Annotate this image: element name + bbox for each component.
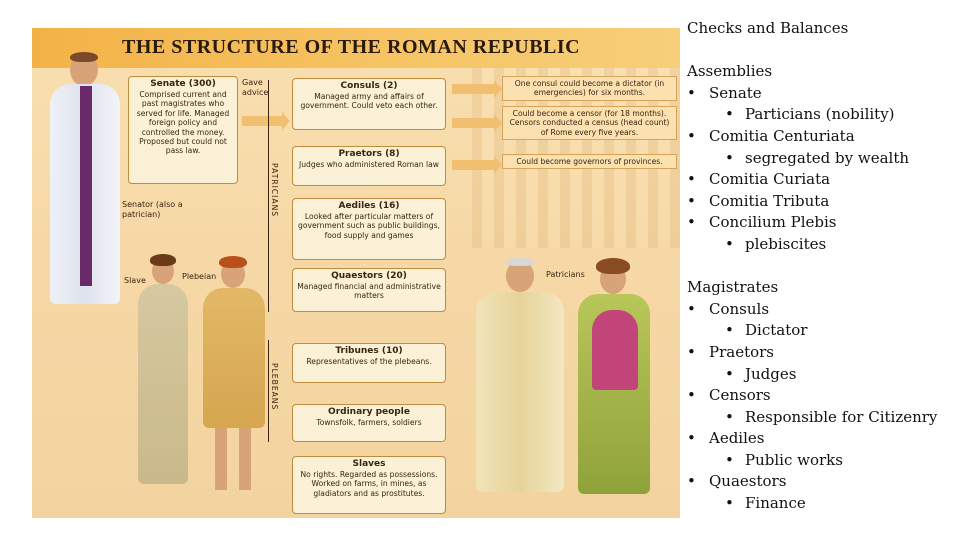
- notes-heading: Checks and Balances: [687, 19, 849, 37]
- senate-box: Senate (300) Comprised current and past …: [128, 76, 238, 184]
- praetors-title: Praetors (8): [338, 149, 400, 159]
- patricians-bracket: [268, 80, 274, 312]
- advice-arrow: [242, 112, 290, 130]
- list-subitem: segregated by wealth: [687, 148, 957, 170]
- tribunes-title: Tribunes (10): [335, 346, 403, 356]
- consuls-box: Consuls (2) Managed army and affairs of …: [292, 78, 446, 130]
- patricians-side-label: PATRICIANS: [270, 163, 279, 218]
- list-subitem: Particians (nobility): [687, 104, 957, 126]
- list-item: Comitia Tributa: [687, 191, 957, 213]
- list-item: Censors: [687, 385, 957, 407]
- senate-title: Senate (300): [150, 79, 216, 89]
- roman-republic-poster: THE STRUCTURE OF THE ROMAN REPUBLIC Sena…: [32, 28, 680, 518]
- list-item: Aediles: [687, 428, 957, 450]
- dictator-note: One consul could become a dictator (in e…: [502, 76, 677, 101]
- senate-desc: Comprised current and past magistrates w…: [136, 90, 230, 156]
- quaestors-box: Quaestors (20) Managed financial and adm…: [292, 268, 446, 312]
- list-subitem: Dictator: [687, 320, 957, 342]
- quaestors-desc: Managed financial and administrative mat…: [297, 282, 441, 301]
- censor-note: Could become a censor (for 18 months). C…: [502, 106, 677, 141]
- governors-note: Could become governors of provinces.: [502, 154, 677, 170]
- list-subitem: Responsible for Citizenry: [687, 407, 957, 429]
- tribunes-box: Tribunes (10) Representatives of the ple…: [292, 343, 446, 383]
- list-item: Comitia Centuriata: [687, 126, 957, 148]
- plebeans-side-label: PLEBEANS: [270, 363, 279, 411]
- list-item: Quaestors: [687, 471, 957, 493]
- consuls-title: Consuls (2): [340, 81, 398, 91]
- magistrates-heading: Magistrates: [687, 278, 779, 297]
- governors-arrow: [452, 156, 502, 174]
- consuls-desc: Managed army and affairs of government. …: [300, 92, 438, 111]
- list-item: Praetors: [687, 342, 957, 364]
- ordinary-desc: Townsfolk, farmers, soldiers: [316, 418, 422, 427]
- list-subitem: Public works: [687, 450, 957, 472]
- list-item: Senate: [687, 83, 957, 105]
- poster-title: THE STRUCTURE OF THE ROMAN REPUBLIC: [122, 36, 581, 58]
- list-subitem: Judges: [687, 364, 957, 386]
- poster-title-band: [32, 28, 680, 68]
- aediles-title: Aediles (16): [338, 201, 400, 211]
- slaves-title: Slaves: [352, 459, 386, 469]
- slave-label: Slave: [124, 276, 146, 285]
- tribunes-desc: Representatives of the plebeans.: [306, 357, 432, 366]
- plebeian-label: Plebeian: [182, 272, 217, 281]
- ordinary-title: Ordinary people: [328, 407, 410, 417]
- gave-advice-label: Gave advice: [242, 78, 269, 97]
- patricians-label: Patricians: [546, 270, 585, 279]
- list-item: Concilium Plebis: [687, 212, 957, 234]
- plebeans-bracket: [268, 340, 274, 442]
- aediles-box: Aediles (16) Looked after particular mat…: [292, 198, 446, 260]
- list-subitem: Finance: [687, 493, 957, 515]
- censor-arrow: [452, 114, 502, 132]
- list-subitem: plebiscites: [687, 234, 957, 256]
- quaestors-title: Quaestors (20): [331, 271, 407, 281]
- slaves-desc: No rights. Regarded as possessions. Work…: [300, 470, 438, 498]
- praetors-box: Praetors (8) Judges who administered Rom…: [292, 146, 446, 186]
- ordinary-people-box: Ordinary people Townsfolk, farmers, sold…: [292, 404, 446, 442]
- senator-label: Senator (also a patrician): [122, 200, 183, 219]
- aediles-desc: Looked after particular matters of gover…: [298, 212, 440, 240]
- list-item: Comitia Curiata: [687, 169, 957, 191]
- notes-panel: Checks and Balances Assemblies Senate Pa…: [687, 18, 957, 515]
- slaves-box: Slaves No rights. Regarded as possession…: [292, 456, 446, 514]
- assemblies-heading: Assemblies: [687, 62, 773, 81]
- dictator-arrow: [452, 80, 502, 98]
- praetors-desc: Judges who administered Roman law: [298, 160, 440, 169]
- list-item: Consuls: [687, 299, 957, 321]
